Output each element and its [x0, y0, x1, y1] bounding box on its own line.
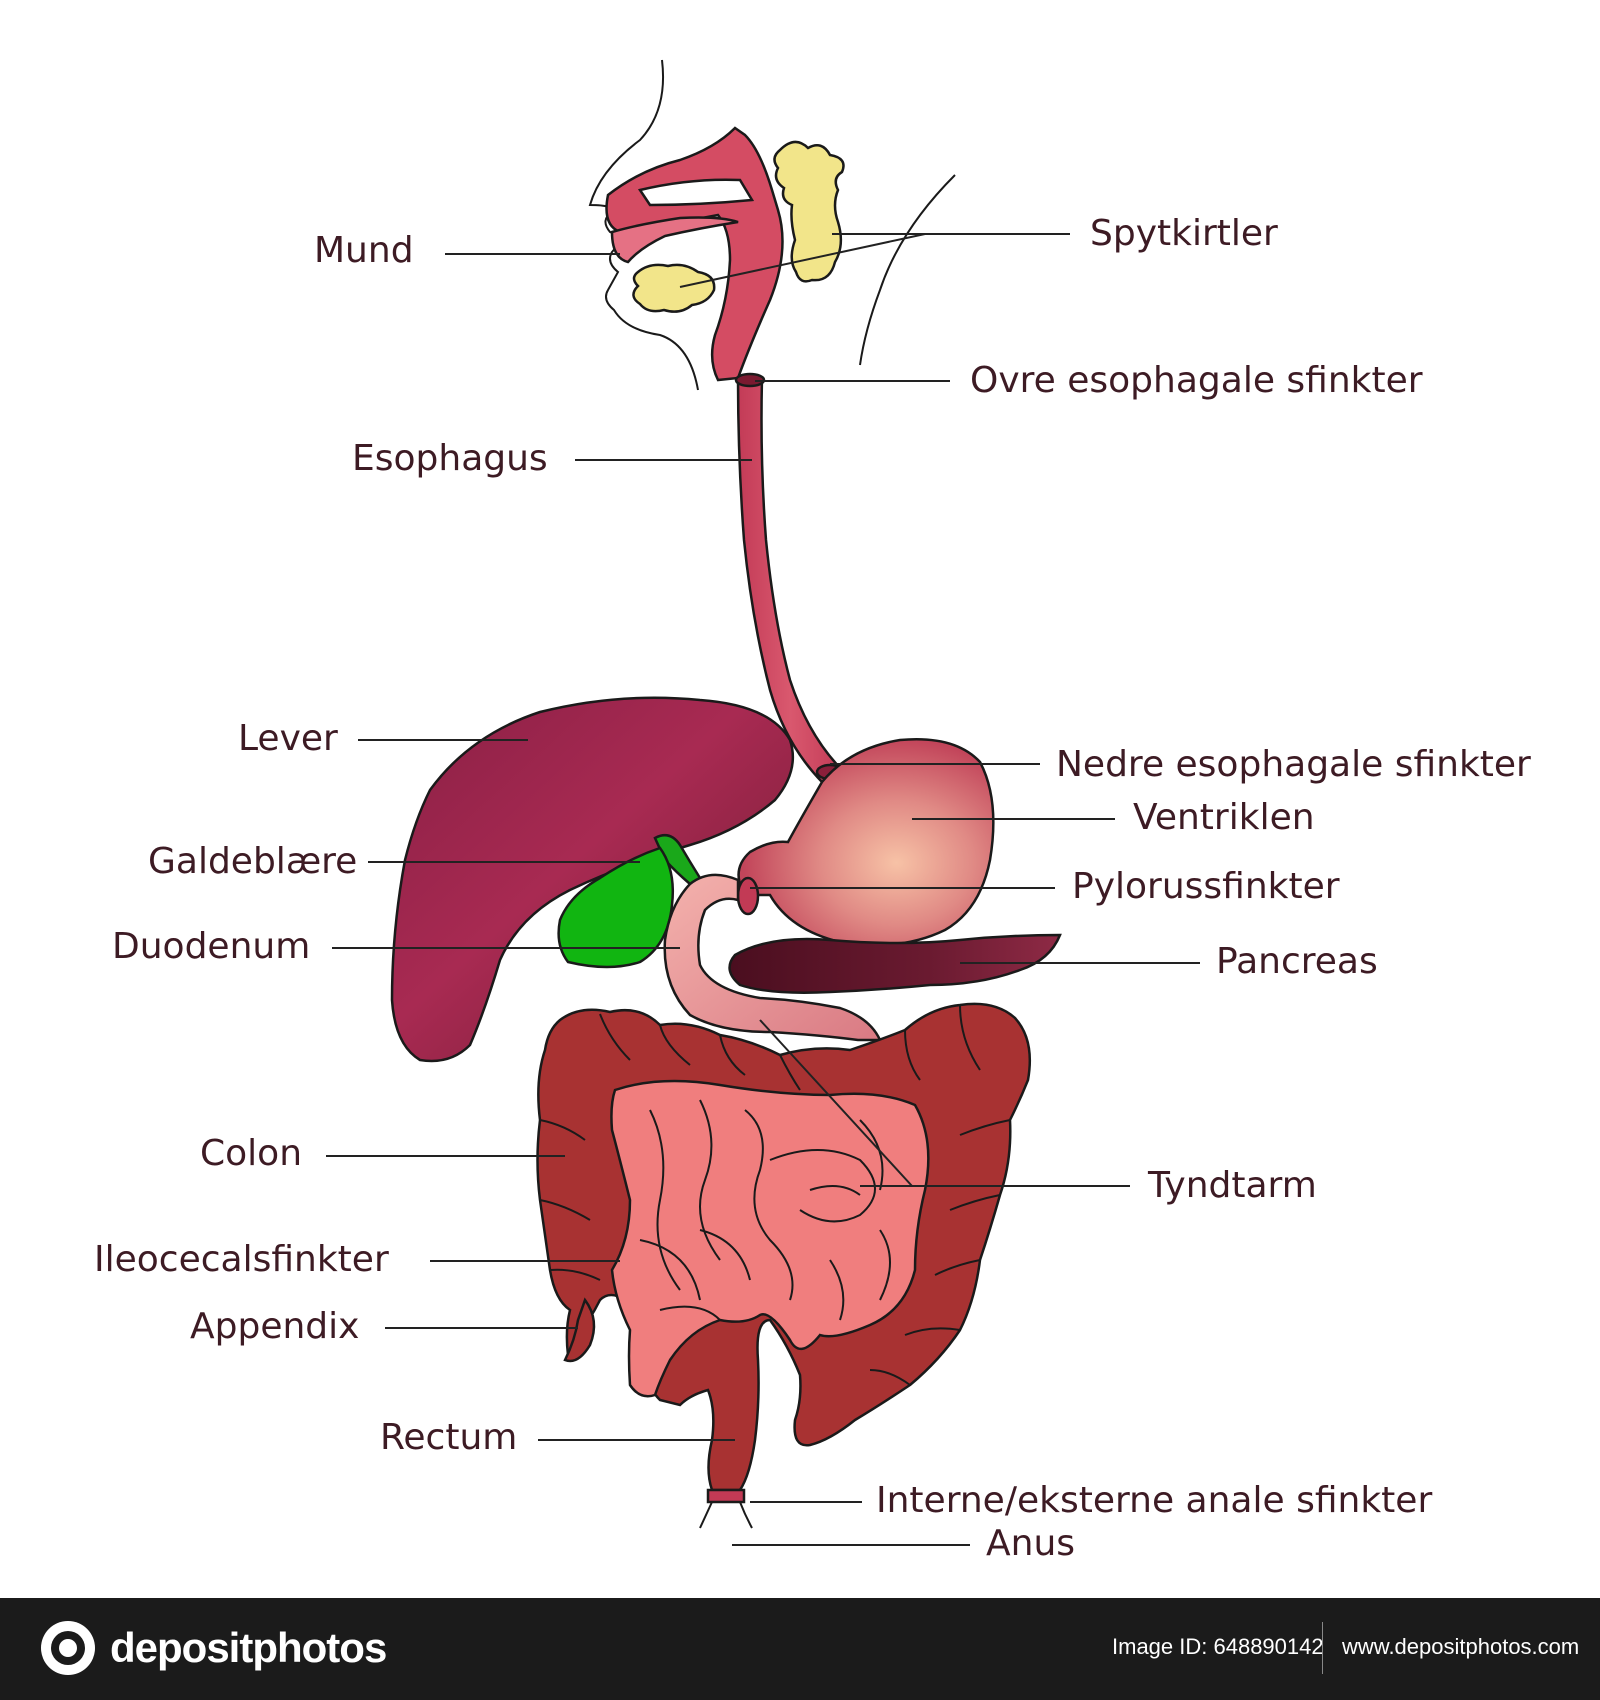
label-mund: Mund: [314, 230, 414, 271]
label-ventriklen: Ventriklen: [1133, 797, 1315, 838]
anal-sphincter: [706, 1488, 746, 1504]
colon-haustra: [539, 1004, 1011, 1386]
label-lever: Lever: [238, 718, 338, 759]
camera-icon: [41, 1621, 95, 1675]
label-nedre-sfinkter: Nedre esophagale sfinkter: [1056, 744, 1531, 785]
label-galdeblaere: Galdeblære: [148, 841, 357, 882]
label-ileocecal: Ileocecalsfinkter: [94, 1239, 389, 1280]
anus: [699, 1501, 753, 1529]
duodenum: [663, 873, 882, 1042]
site-url[interactable]: www.depositphotos.com: [1342, 1634, 1580, 1659]
pancreas: [728, 933, 1062, 994]
liver: [390, 696, 795, 1063]
small-intestine-loops: [639, 1099, 891, 1321]
label-duodenum: Duodenum: [112, 926, 310, 967]
footer-bar: depositphotos Image ID: 648890142 www.de…: [0, 1598, 1600, 1700]
appendix: [563, 1297, 596, 1363]
label-colon: Colon: [200, 1133, 302, 1174]
label-esophagus: Esophagus: [352, 438, 548, 479]
pyloric-sphincter: [736, 876, 760, 916]
brand-logo[interactable]: depositphotos: [40, 1620, 387, 1676]
salivary-glands: [632, 140, 845, 313]
label-appendix: Appendix: [190, 1306, 359, 1347]
label-anal-sfinkter: Interne/eksterne anale sfinkter: [876, 1480, 1432, 1521]
labels: Mund Spytkirtler Ovre esophagale sfinkte…: [94, 213, 1531, 1564]
leader-lines: [326, 233, 1200, 1546]
label-tyndtarm: Tyndtarm: [1147, 1165, 1317, 1206]
stomach: [737, 738, 995, 947]
gallbladder: [557, 833, 702, 969]
label-ovre-sfinkter: Ovre esophagale sfinkter: [970, 360, 1423, 401]
brand-name: depositphotos: [110, 1624, 387, 1671]
label-anus: Anus: [986, 1523, 1075, 1564]
image-id: Image ID: 648890142: [1112, 1634, 1324, 1659]
pharynx: [605, 126, 784, 382]
label-pancreas: Pancreas: [1216, 941, 1378, 982]
label-pylorus: Pylorussfinkter: [1072, 866, 1340, 907]
label-rectum: Rectum: [380, 1417, 517, 1458]
label-spytkirtler: Spytkirtler: [1090, 213, 1278, 254]
footer-divider: [1322, 1622, 1323, 1674]
